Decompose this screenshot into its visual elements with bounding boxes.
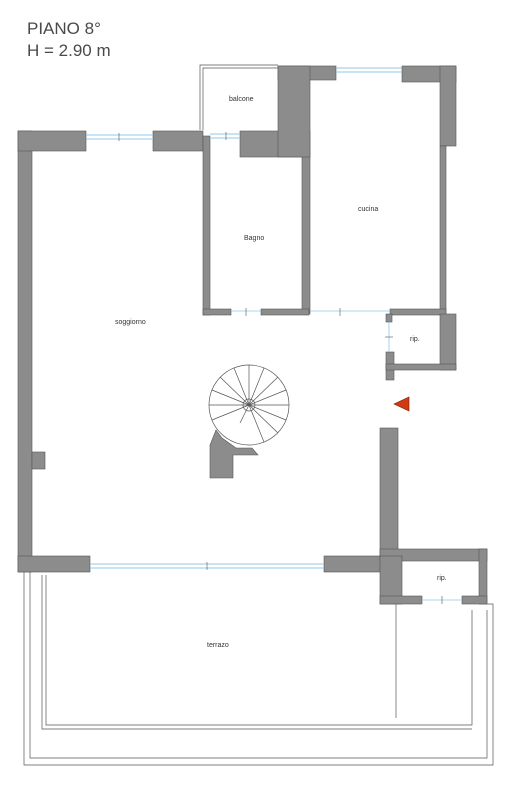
- wall-cucina-right: [439, 145, 447, 315]
- room-label-cucina: cucina: [358, 206, 378, 213]
- wall-left: [17, 130, 33, 573]
- room-label-bagno: Bagno: [244, 235, 264, 242]
- window-bagno-top: [210, 132, 240, 140]
- outline-lines: [23, 64, 494, 766]
- spiral-staircase-icon: [208, 364, 290, 446]
- window-terrazo: [90, 562, 324, 570]
- floor-label: PIANO 8°: [27, 19, 101, 38]
- entrance-arrow-icon: [393, 396, 410, 412]
- wall-left-pier: [31, 451, 46, 470]
- opening-ticks: [245, 308, 443, 604]
- wall-rip1-bottom: [385, 363, 457, 371]
- wall-top-left: [17, 130, 87, 152]
- wall-bagno-bottom-right: [260, 308, 310, 316]
- wall-cucina-bottom: [389, 308, 447, 316]
- wall-top-mid: [152, 130, 204, 152]
- wall-rip2-bottom-right: [461, 595, 488, 605]
- window-soggiorno-top: [86, 133, 153, 141]
- walls: [17, 65, 488, 605]
- wall-cucina-right-top: [439, 65, 457, 147]
- wall-bagno-left: [202, 135, 211, 316]
- wall-rip1-right: [439, 313, 457, 371]
- wall-rip2-bottom-left: [379, 595, 423, 605]
- room-label-balcone: balcone: [229, 96, 254, 103]
- height-label: H = 2.90 m: [27, 41, 111, 60]
- room-label-rip1: rip.: [410, 336, 420, 343]
- wall-bottom-left: [17, 555, 91, 573]
- wall-balcone-right: [277, 65, 311, 158]
- wall-bagno-right: [301, 130, 311, 315]
- room-label-rip2: rip.: [437, 575, 447, 582]
- wall-bagno-bottom-left: [202, 308, 232, 316]
- room-label-terrazo: terrazo: [207, 642, 229, 649]
- wall-rip2-right: [478, 548, 488, 604]
- windows: [86, 67, 402, 570]
- window-cucina-top: [336, 67, 402, 73]
- wall-rip1-post: [385, 313, 393, 323]
- plan-title: PIANO 8° H = 2.90 m: [27, 18, 111, 62]
- wall-stair-core: [209, 429, 259, 479]
- room-label-soggiorno: soggiorno: [115, 319, 146, 326]
